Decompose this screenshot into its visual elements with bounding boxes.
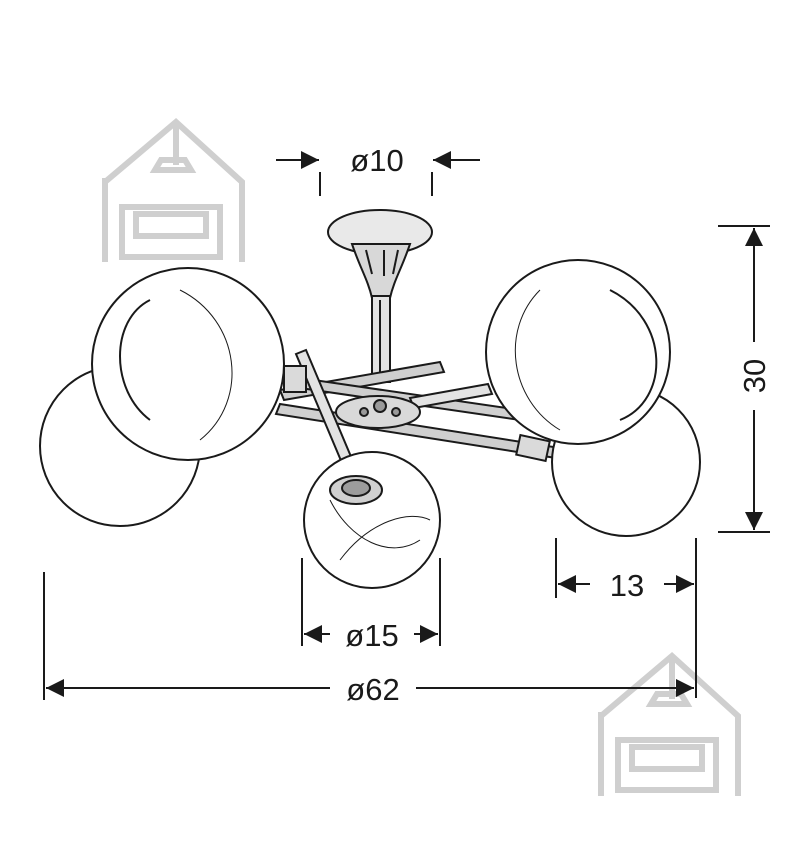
house-sofa-watermark-icon [598, 652, 741, 796]
top-plate-diameter-label: ø10 [350, 143, 403, 178]
shade-front-right [485, 259, 671, 445]
shade-depth-label: 13 [610, 568, 644, 603]
lamp-drawing [39, 209, 701, 589]
canopy-neck [350, 243, 412, 299]
shade-center [303, 451, 441, 589]
overall-diameter-label: ø62 [346, 672, 399, 707]
shade-diameter-label: ø15 [345, 618, 398, 653]
height-label: 30 [737, 359, 772, 393]
dimension-lines [43, 151, 770, 700]
house-sofa-watermark-icon [102, 118, 245, 262]
